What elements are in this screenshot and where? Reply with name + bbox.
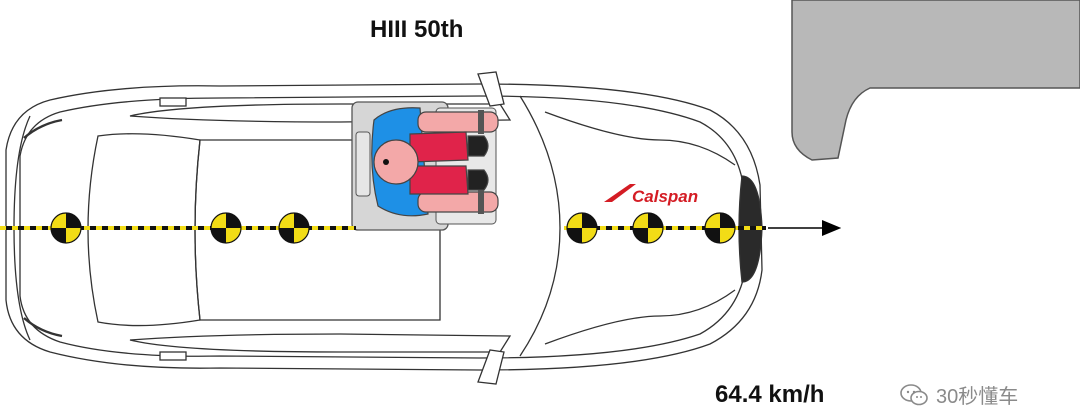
impact-speed-label: 64.4 km/h bbox=[715, 381, 825, 408]
dummy-type-title: HIII 50th bbox=[370, 16, 464, 43]
rear-window bbox=[87, 133, 201, 327]
dummy-arm-lower bbox=[417, 191, 499, 213]
side-window-bottom bbox=[129, 333, 512, 353]
target-markers bbox=[50, 212, 736, 244]
door-handle-top bbox=[159, 97, 187, 107]
hood-line-bottom bbox=[544, 289, 736, 345]
hiii-dummy bbox=[371, 107, 499, 217]
target-marker-icon bbox=[50, 212, 82, 244]
barrier bbox=[791, 0, 1080, 161]
calspan-logo-mark bbox=[604, 184, 636, 202]
dummy-arm-upper bbox=[417, 111, 499, 133]
side-window-top bbox=[129, 103, 512, 123]
target-marker-icon bbox=[210, 212, 242, 244]
wechat-icon bbox=[900, 383, 928, 405]
watermark-text: 30秒懂车 bbox=[936, 386, 1019, 408]
target-marker-icon bbox=[704, 212, 736, 244]
dummy-foot-upper bbox=[467, 135, 489, 157]
a-pillar-line bbox=[519, 95, 561, 357]
target-marker-icon bbox=[278, 212, 310, 244]
dummy-leg-upper bbox=[409, 131, 469, 163]
target-marker-icon bbox=[632, 212, 664, 244]
mirror-top bbox=[477, 71, 505, 107]
watermark: 30秒懂车 bbox=[900, 380, 1018, 409]
mirror-bottom bbox=[477, 349, 505, 385]
dummy-leg-lower bbox=[409, 165, 469, 195]
calspan-logo: Calspan bbox=[604, 184, 698, 206]
rear-light-bottom bbox=[23, 317, 63, 338]
calspan-logo-text: Calspan bbox=[632, 187, 698, 206]
dummy-head bbox=[373, 139, 419, 185]
dummy-head-marker bbox=[383, 159, 389, 165]
door-handle-bottom bbox=[159, 351, 187, 361]
car-body-inner bbox=[19, 95, 747, 359]
dummy-foot-lower bbox=[467, 169, 489, 191]
target-marker-icon bbox=[566, 212, 598, 244]
rear-light-top bbox=[23, 118, 63, 139]
hood-line-top bbox=[544, 111, 736, 166]
